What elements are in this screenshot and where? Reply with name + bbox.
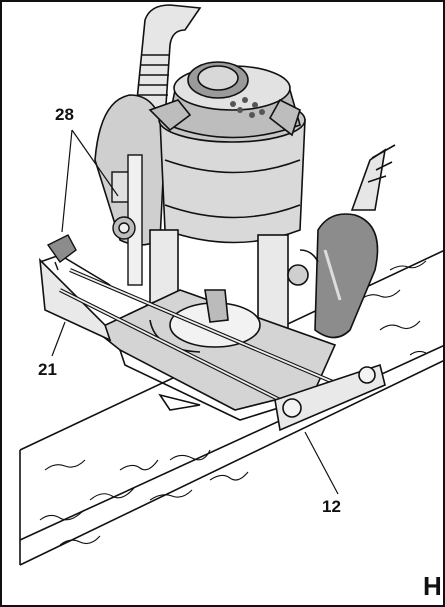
right-handle	[287, 144, 396, 339]
callout-28: 28	[55, 105, 74, 124]
callout-21: 21	[38, 360, 57, 379]
figure-letter: H	[423, 571, 442, 601]
leader-lines	[51, 129, 339, 495]
dust-hose	[134, 4, 202, 121]
leader-21	[51, 321, 66, 357]
leader-12	[304, 431, 339, 495]
leader-28a	[61, 129, 73, 233]
guide-knob	[46, 234, 77, 271]
base-plate	[93, 289, 337, 421]
leader-28b	[71, 129, 119, 197]
wood-grain	[39, 260, 427, 546]
motor-housing	[148, 61, 306, 244]
parallel-guide	[38, 254, 386, 432]
depth-stop	[111, 154, 143, 286]
callout-12: 12	[322, 497, 341, 516]
